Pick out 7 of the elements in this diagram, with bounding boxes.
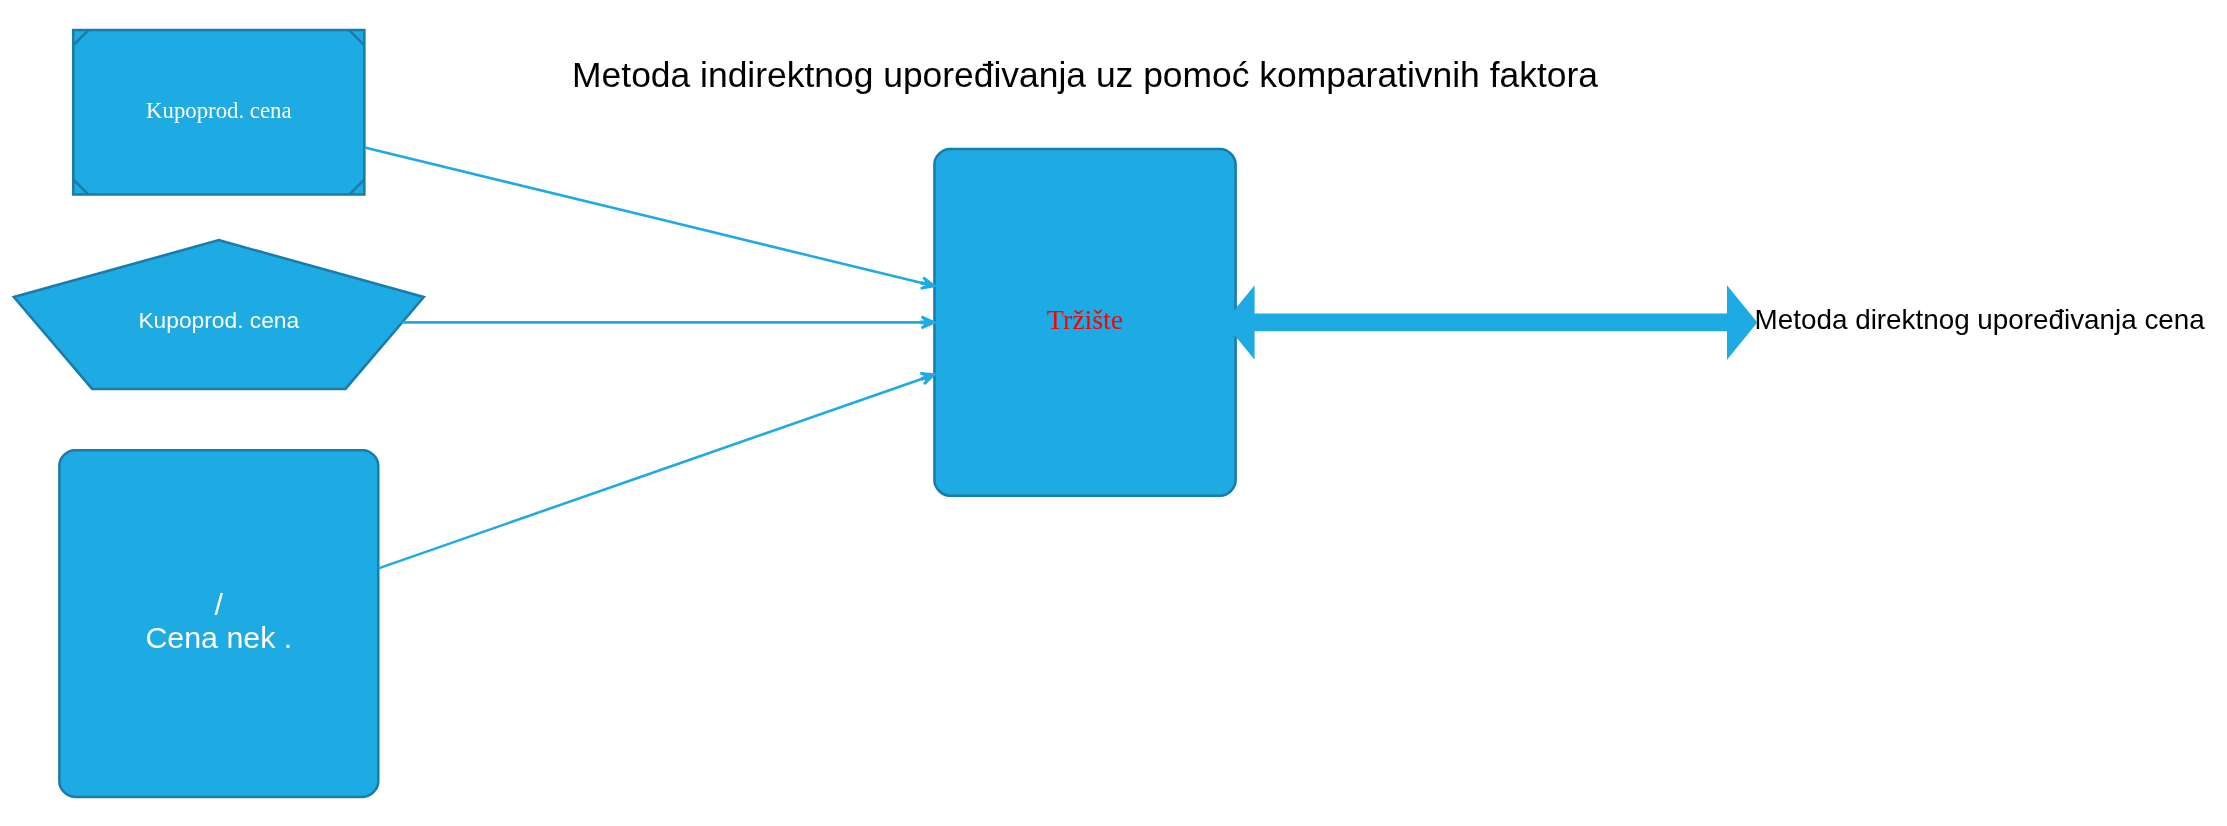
node-box: / Cena nek . bbox=[58, 448, 380, 798]
arrow bbox=[378, 371, 936, 570]
node-box: Tržište bbox=[933, 147, 1237, 497]
node-text: Metoda direktnog upoređivanja cena bbox=[1754, 303, 2205, 335]
arrow bbox=[364, 145, 936, 290]
label: Metoda indirektnog upoređivanja uz pomoć komparativnih faktora bbox=[572, 54, 1598, 95]
arrow bbox=[402, 314, 936, 329]
